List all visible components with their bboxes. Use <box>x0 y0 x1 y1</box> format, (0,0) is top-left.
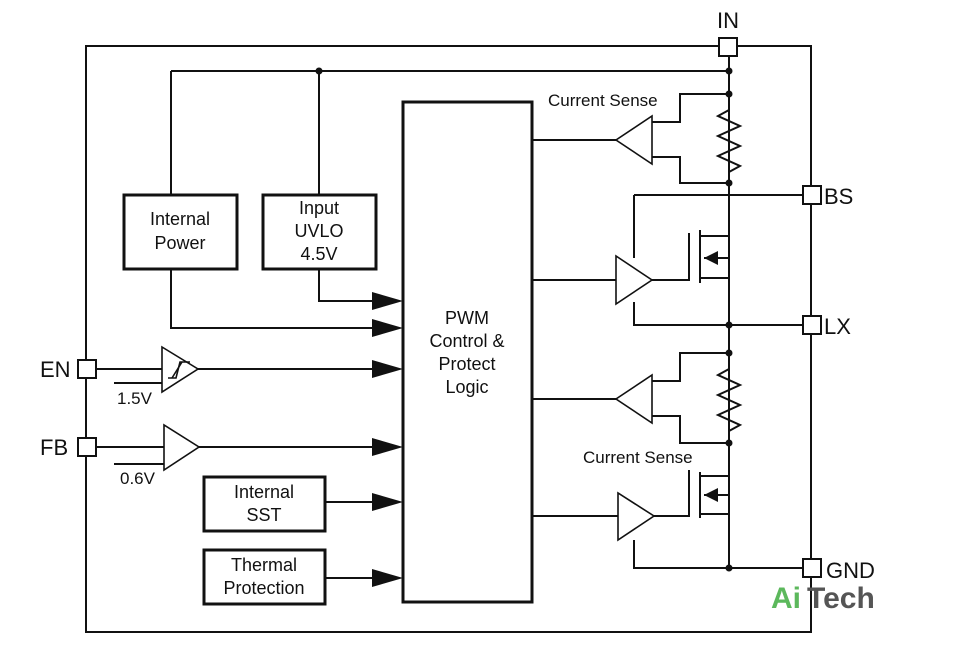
internal-power-block: Internal Power <box>122 193 239 271</box>
en-threshold-label: 1.5V <box>117 389 153 408</box>
sst-line1: Internal <box>234 482 294 502</box>
in-label: IN <box>717 8 739 33</box>
lx-pin <box>802 315 822 335</box>
watermark-tech: Tech <box>807 582 875 615</box>
high-side-current-sense <box>532 90 743 187</box>
thermal-line2: Protection <box>223 578 304 598</box>
uvlo-line2: UVLO <box>294 221 343 241</box>
thermal-protection-block: Thermal Protection <box>202 548 403 606</box>
in-pin <box>718 37 738 57</box>
internal-power-line1: Internal <box>150 209 210 229</box>
pwm-line4: Logic <box>445 377 488 397</box>
pwm-line3: Protect <box>438 354 495 374</box>
gnd-label: GND <box>826 558 875 583</box>
chip-outline <box>85 45 812 633</box>
supply-rail <box>170 54 733 325</box>
pwm-line1: PWM <box>445 308 489 328</box>
internal-power-line2: Power <box>154 233 205 253</box>
aitech-watermark: Ai Tech <box>771 582 875 615</box>
watermark-ai: Ai <box>771 582 801 615</box>
en-pin <box>77 359 97 379</box>
fb-label: FB <box>40 435 68 460</box>
pwm-line2: Control & <box>429 331 504 351</box>
input-uvlo-block: Input UVLO 4.5V <box>261 193 378 271</box>
fb-pin <box>77 437 97 457</box>
current-sense-bottom-label: Current Sense <box>583 448 693 467</box>
en-label: EN <box>40 357 71 382</box>
gnd-pin <box>802 558 822 578</box>
high-side-driver <box>532 194 805 329</box>
low-side-driver <box>532 470 805 572</box>
bs-label: BS <box>824 184 853 209</box>
en-path <box>96 345 403 394</box>
pwm-logic-block: PWM Control & Protect Logic <box>401 100 534 604</box>
internal-sst-block: Internal SST <box>202 475 403 533</box>
uvlo-line1: Input <box>299 198 339 218</box>
low-side-current-sense <box>532 325 743 568</box>
lx-label: LX <box>824 314 851 339</box>
uvlo-line3: 4.5V <box>300 244 337 264</box>
sst-line2: SST <box>246 505 281 525</box>
thermal-line1: Thermal <box>231 555 297 575</box>
bs-pin <box>802 185 822 205</box>
fb-reference-label: 0.6V <box>120 469 156 488</box>
current-sense-top-label: Current Sense <box>548 91 658 110</box>
fb-path <box>96 423 403 472</box>
uvlo-to-pwm <box>318 269 403 310</box>
power-to-pwm <box>170 269 403 337</box>
